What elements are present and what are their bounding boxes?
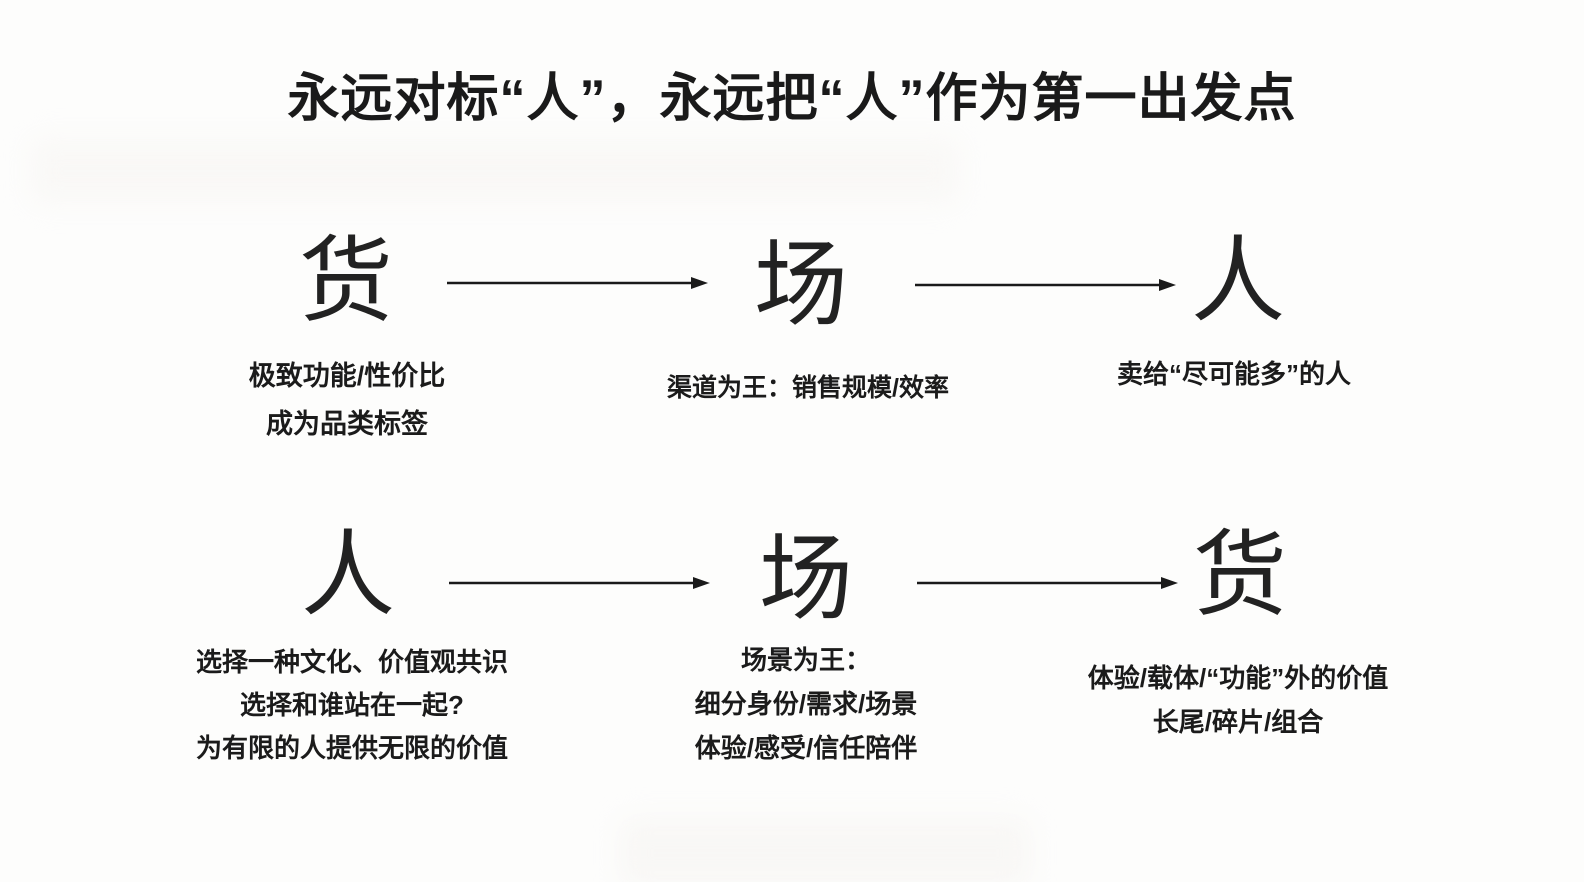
row1-goods-captions: 极致功能/性价比 成为品类标签 [249, 352, 446, 448]
caption-line: 场景为王： [740, 645, 872, 675]
row2-scene-captions: 场景为王： 细分身份/需求/场景 体验/感受/信任陪伴 [695, 638, 917, 770]
row2-goods-captions: 体验/载体/“功能”外的价值 长尾/碎片/组合 [1088, 656, 1388, 744]
row2-node-goods-char: 货 [1192, 522, 1288, 627]
page-title: 永远对标“人”，永远把“人”作为第一出发点 [287, 70, 1297, 128]
caption-line: 极致功能/性价比 [248, 361, 446, 391]
row2-arrow-people-to-scene-icon [449, 577, 710, 589]
row2-arrow-scene-to-goods-icon [917, 577, 1178, 589]
row2-node-scene-char: 场 [758, 526, 854, 631]
row2-people-captions: 选择一种文化、价值观共识 选择和谁站在一起? 为有限的人提供无限的价值 [196, 641, 508, 770]
caption-line: 为有限的人提供无限的价值 [195, 733, 509, 763]
row2-node-people-char: 人 [300, 522, 396, 627]
caption-line: 选择和谁站在一起? [240, 690, 464, 720]
row1-arrow-scene-to-people-icon [915, 279, 1176, 291]
faint-watermark-top [30, 138, 960, 204]
caption-line: 体验/感受/信任陪伴 [694, 733, 918, 763]
caption-line: 成为品类标签 [265, 409, 428, 439]
row1-people-captions: 卖给“尽可能多”的人 [1117, 359, 1351, 389]
caption-line: 长尾/碎片/组合 [1152, 707, 1324, 737]
caption-line: 卖给“尽可能多”的人 [1116, 359, 1352, 389]
row1-arrow-goods-to-scene-icon [447, 277, 708, 289]
row1-scene-captions: 渠道为王：销售规模/效率 [667, 373, 949, 403]
row1-node-goods-char: 货 [298, 228, 394, 333]
caption-line: 选择一种文化、价值观共识 [195, 647, 509, 677]
faint-watermark-bottom [620, 818, 1030, 882]
caption-line: 体验/载体/“功能”外的价值 [1087, 663, 1389, 693]
caption-line: 细分身份/需求/场景 [694, 689, 918, 719]
caption-line: 渠道为王：销售规模/效率 [667, 374, 949, 402]
row1-node-scene-char: 场 [753, 232, 849, 337]
row1-node-people-char: 人 [1190, 228, 1286, 333]
